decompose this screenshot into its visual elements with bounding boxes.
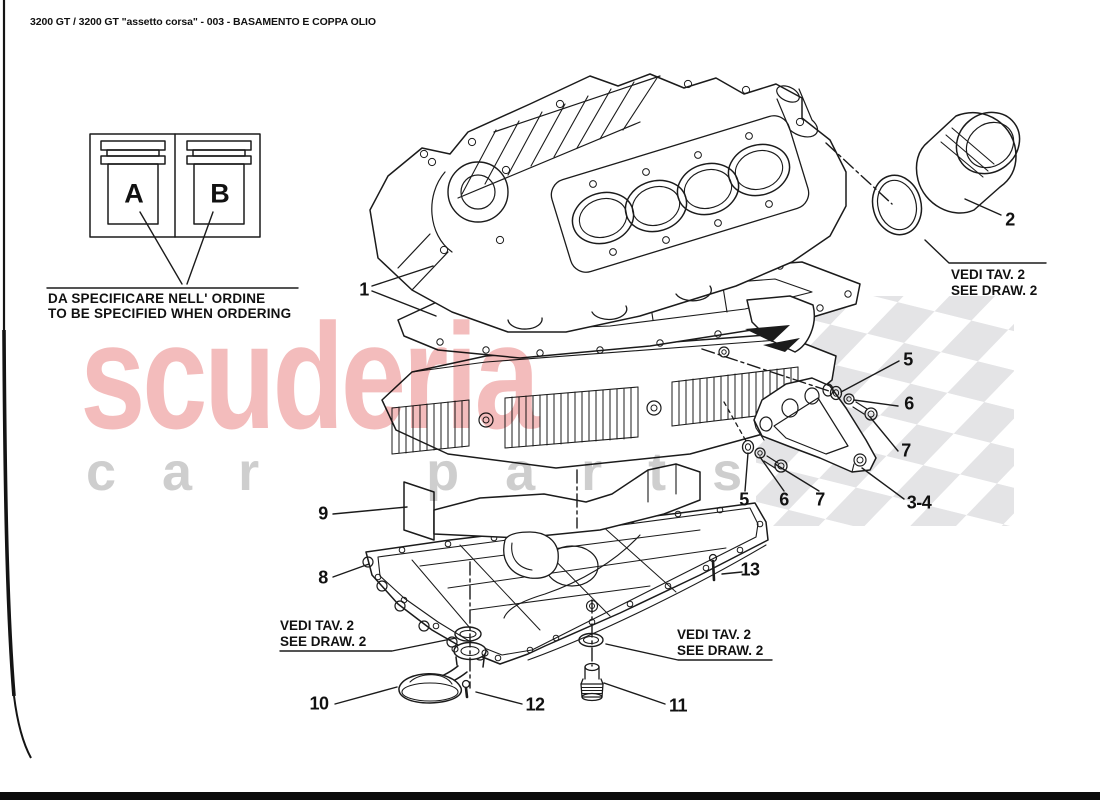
- crossref-line-italian: VEDI TAV. 2: [951, 267, 1026, 282]
- crossref-line-english: SEE DRAW. 2: [677, 643, 764, 658]
- engine-block-drawing: [369, 73, 847, 333]
- bracket-drawing: [753, 377, 877, 473]
- crossref-line-italian: VEDI TAV. 2: [677, 627, 752, 642]
- callout-oring-upper[interactable]: 5: [903, 349, 913, 370]
- callout-oring-lower[interactable]: 5: [739, 489, 749, 510]
- baffle-drawing: [403, 463, 701, 579]
- crossref-oil-pickup: VEDI TAV. 2 SEE DRAW. 2: [280, 618, 366, 650]
- callout-baffle[interactable]: 9: [318, 503, 328, 524]
- callout-pickup-bolt[interactable]: 12: [525, 694, 545, 715]
- sump-bolt-drawing: [708, 553, 718, 582]
- callout-washer-upper[interactable]: 6: [904, 393, 914, 414]
- drain-gasket-drawing: [578, 632, 604, 648]
- page-title: 3200 GT / 3200 GT "assetto corsa" - 003 …: [30, 16, 376, 28]
- pickup-bolt-drawing: [461, 679, 471, 699]
- crossref-line-english: SEE DRAW. 2: [951, 283, 1038, 298]
- crossref-drain-plug: VEDI TAV. 2 SEE DRAW. 2: [677, 627, 763, 659]
- oil-filter-drawing: [915, 111, 1021, 214]
- crossref-line-english: SEE DRAW. 2: [280, 634, 367, 649]
- upper-fastener-set-drawing: [829, 385, 878, 421]
- container-b-icon: [186, 140, 252, 225]
- scan-artifact: [2, 0, 32, 759]
- drain-plug-drawing: [580, 662, 604, 702]
- oil-pickup-drawing: [398, 641, 489, 704]
- callout-oil-pickup[interactable]: 10: [309, 693, 329, 714]
- finned-spacer-drawing: [381, 333, 837, 469]
- crossref-line-italian: VEDI TAV. 2: [280, 618, 355, 633]
- pickup-gasket-drawing: [454, 626, 482, 642]
- order-note-italian: DA SPECIFICARE NELL' ORDINE: [48, 291, 266, 306]
- scan-bottom-bar: [0, 792, 1100, 800]
- crossref-oil-filter: VEDI TAV. 2 SEE DRAW. 2: [951, 267, 1037, 299]
- callout-oil-filter[interactable]: 2: [1005, 209, 1015, 230]
- container-a-label: A: [124, 178, 144, 209]
- container-a-icon: [100, 140, 166, 225]
- callout-washer-lower[interactable]: 6: [779, 489, 789, 510]
- callout-bolt-upper[interactable]: 7: [901, 440, 911, 461]
- callout-bolt-lower[interactable]: 7: [815, 489, 825, 510]
- hidden-line: [723, 401, 747, 442]
- filter-oring-drawing: [871, 174, 923, 236]
- callout-engine-block[interactable]: 1: [359, 279, 369, 300]
- callout-bracket[interactable]: 3-4: [906, 492, 932, 513]
- order-note-english: TO BE SPECIFIED WHEN ORDERING: [48, 306, 292, 321]
- centerlines: [469, 142, 893, 689]
- container-b-label: B: [210, 178, 230, 209]
- callout-oil-sump[interactable]: 8: [318, 567, 328, 588]
- leader-lines: [46, 198, 1047, 705]
- callout-drain-plug[interactable]: 11: [668, 695, 688, 716]
- callout-sump-bolt[interactable]: 13: [740, 559, 760, 580]
- legend-box-drawing: [89, 133, 261, 238]
